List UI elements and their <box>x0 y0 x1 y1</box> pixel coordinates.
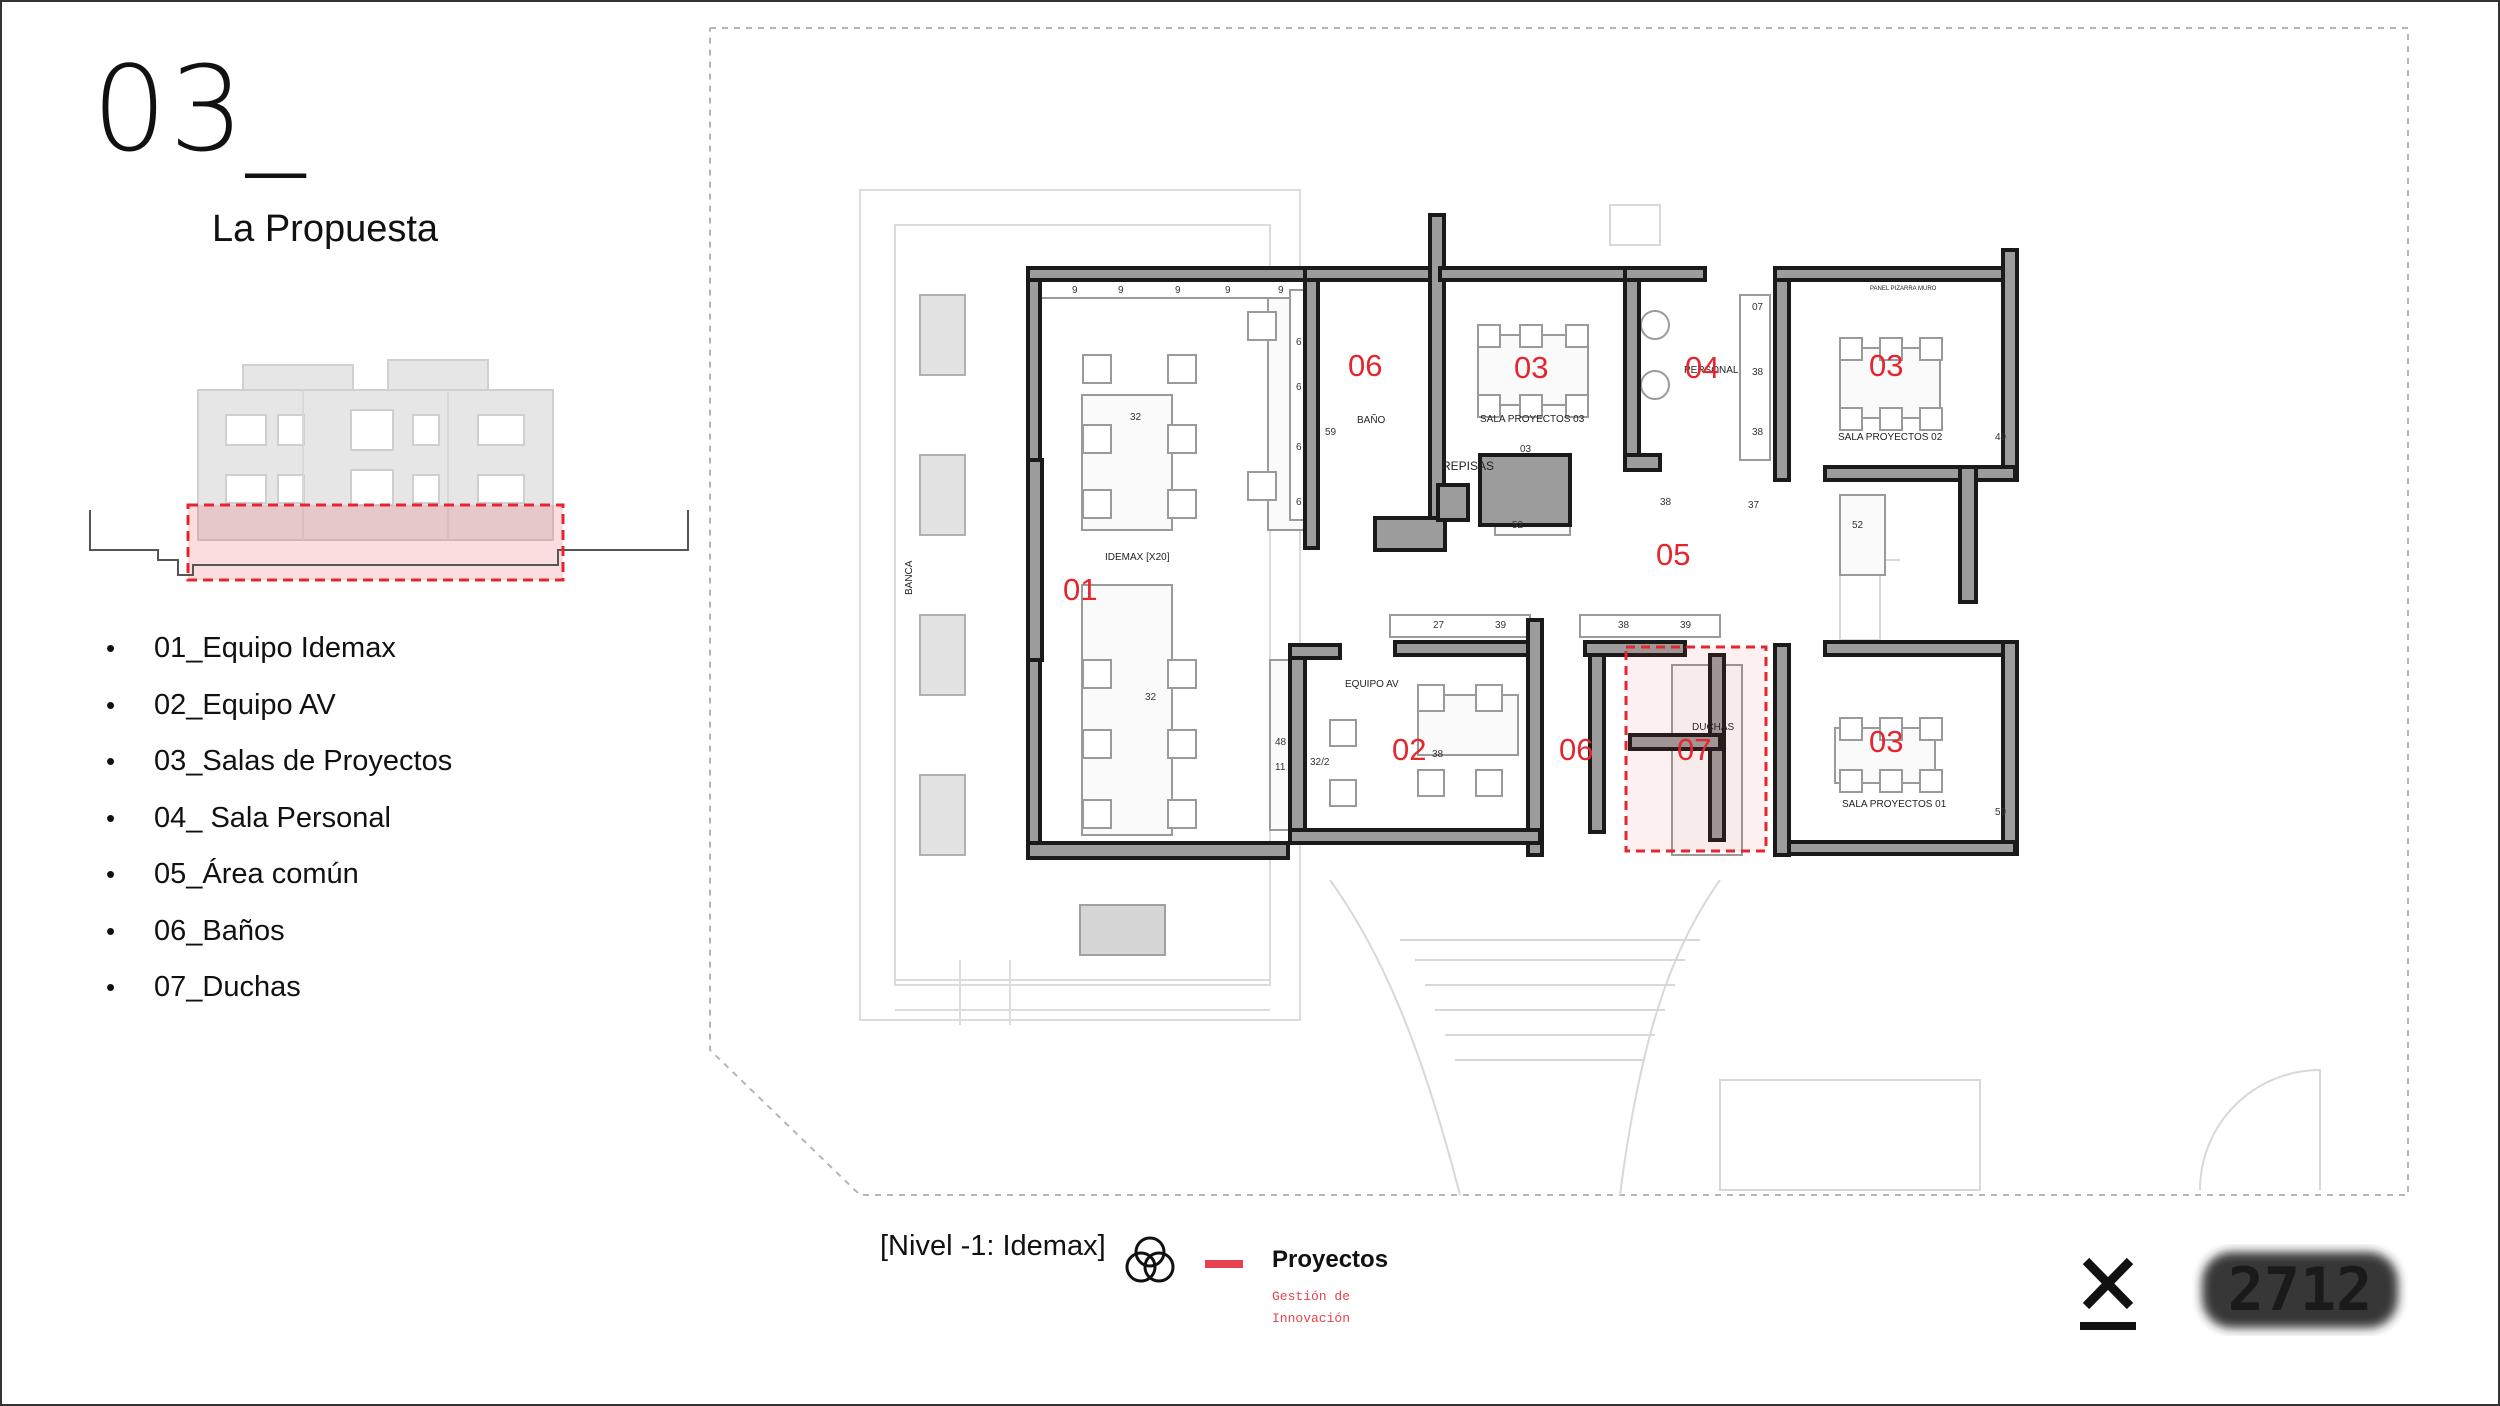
building-facade-thumbnail <box>89 359 689 582</box>
dim-label: 6 <box>1296 497 1302 508</box>
dim-label: 32/2 <box>1310 757 1330 768</box>
legend-item: 05_Área común <box>100 846 452 903</box>
dim-label: 39 <box>1680 620 1692 631</box>
brand-subtitle: Gestión de Innovación <box>1272 1289 1351 1326</box>
legend-item: 06_Baños <box>100 903 452 960</box>
room-label-idemax: IDEMAX [X20] <box>1105 552 1170 563</box>
brand-name: Proyectos <box>1272 1246 1389 1273</box>
section-title: La Propuesta <box>212 208 439 250</box>
dim-label: 38 <box>1432 749 1444 760</box>
dim-label: 9 <box>1278 285 1284 296</box>
zone-numbers: 01 02 03 03 03 04 05 06 06 07 <box>1063 348 1903 767</box>
room-label-sala01: SALA PROYECTOS 01 <box>1842 799 1947 810</box>
shelving <box>1039 279 1771 638</box>
legend-item: 07_Duchas <box>100 959 452 1016</box>
dim-label: 52 <box>1512 520 1524 531</box>
level-caption: [Nivel -1: Idemax] <box>880 1230 1106 1262</box>
dim-label: 03 <box>1520 444 1532 455</box>
dim-label: 6 <box>1296 337 1302 348</box>
dim-label: 39 <box>1495 620 1507 631</box>
zone-number-07: 07 <box>1677 732 1711 767</box>
dim-label: 27 <box>1433 620 1445 631</box>
chairs <box>1082 310 1943 829</box>
room-label-personal: PERSONAL <box>1684 365 1739 376</box>
walls <box>1026 213 2019 860</box>
room-label-sala02: SALA PROYECTOS 02 <box>1838 432 1943 443</box>
zone-number-05: 05 <box>1656 537 1690 572</box>
room-labels: IDEMAX [X20] BAÑO SALA PROYECTOS 03 SALA… <box>904 286 1947 810</box>
stamp-2712: 2712 <box>2202 1252 2398 1328</box>
room-label-repisas: REPISAS <box>1442 459 1494 473</box>
room-label-panel: PANEL PIZARRA MURO <box>1870 286 1937 292</box>
terrace-context <box>859 189 1301 1025</box>
legend-item: 02_Equipo AV <box>100 677 452 734</box>
zone-number-03b: 03 <box>1869 348 1903 383</box>
dim-label: 38 <box>1752 427 1764 438</box>
zone-number-03a: 03 <box>1514 350 1548 385</box>
legend-item: 01_Equipo Idemax <box>100 620 452 677</box>
stamp-text: 2712 <box>2228 1255 2373 1325</box>
room-label-banca: BANCA <box>904 560 915 595</box>
zone-number-06b: 06 <box>1559 732 1593 767</box>
dim-label: 32 <box>1130 412 1142 423</box>
dim-label: 52 <box>1852 520 1864 531</box>
furniture <box>1081 289 1941 856</box>
brand-block: Proyectos Gestión de Innovación <box>1120 1226 1420 1336</box>
dim-label: 07 <box>1752 302 1764 313</box>
dim-label: 9 <box>1072 285 1078 296</box>
dim-label: 6 <box>1296 382 1302 393</box>
dim-label: 49 <box>1995 432 2007 443</box>
dim-label: 59 <box>1995 807 2007 818</box>
dim-label: 32 <box>1145 692 1157 703</box>
dim-label: 38 <box>1660 497 1672 508</box>
venn-circles-icon <box>1125 1236 1175 1283</box>
dim-label: 38 <box>1618 620 1630 631</box>
room-label-bano: BAÑO <box>1357 413 1386 426</box>
dim-label: 9 <box>1118 285 1124 296</box>
entrance-context <box>1329 204 2321 1196</box>
dim-label: 9 <box>1225 285 1231 296</box>
dim-label: 37 <box>1748 500 1760 511</box>
zone-number-04: 04 <box>1685 350 1719 385</box>
room-label-equipo-av: EQUIPO AV <box>1345 679 1399 690</box>
zone-number-01: 01 <box>1063 572 1097 607</box>
zone-number-03c: 03 <box>1869 724 1903 759</box>
dim-label: 48 <box>1275 737 1287 748</box>
zone-number-02: 02 <box>1392 732 1426 767</box>
site-boundary <box>709 27 2409 1196</box>
dim-label: 38 <box>1752 367 1764 378</box>
zone-number-06a: 06 <box>1348 348 1382 383</box>
dim-label: 9 <box>1175 285 1181 296</box>
x-logo-icon <box>2080 1257 2136 1330</box>
section-number: 03_ <box>92 40 308 178</box>
room-label-sala03: SALA PROYECTOS 03 <box>1480 414 1585 425</box>
dim-label: 11 <box>1275 762 1286 773</box>
legend-list: 01_Equipo Idemax 02_Equipo AV 03_Salas d… <box>100 620 452 1016</box>
dim-label: 59 <box>1325 427 1337 438</box>
dim-label: 6 <box>1296 442 1302 453</box>
legend-item: 04_ Sala Personal <box>100 790 452 847</box>
room-label-duchas: DUCHAS <box>1692 722 1735 733</box>
legend-item: 03_Salas de Proyectos <box>100 733 452 790</box>
brand-accent-bar <box>1205 1260 1243 1268</box>
duchas-highlight <box>1624 645 1768 853</box>
